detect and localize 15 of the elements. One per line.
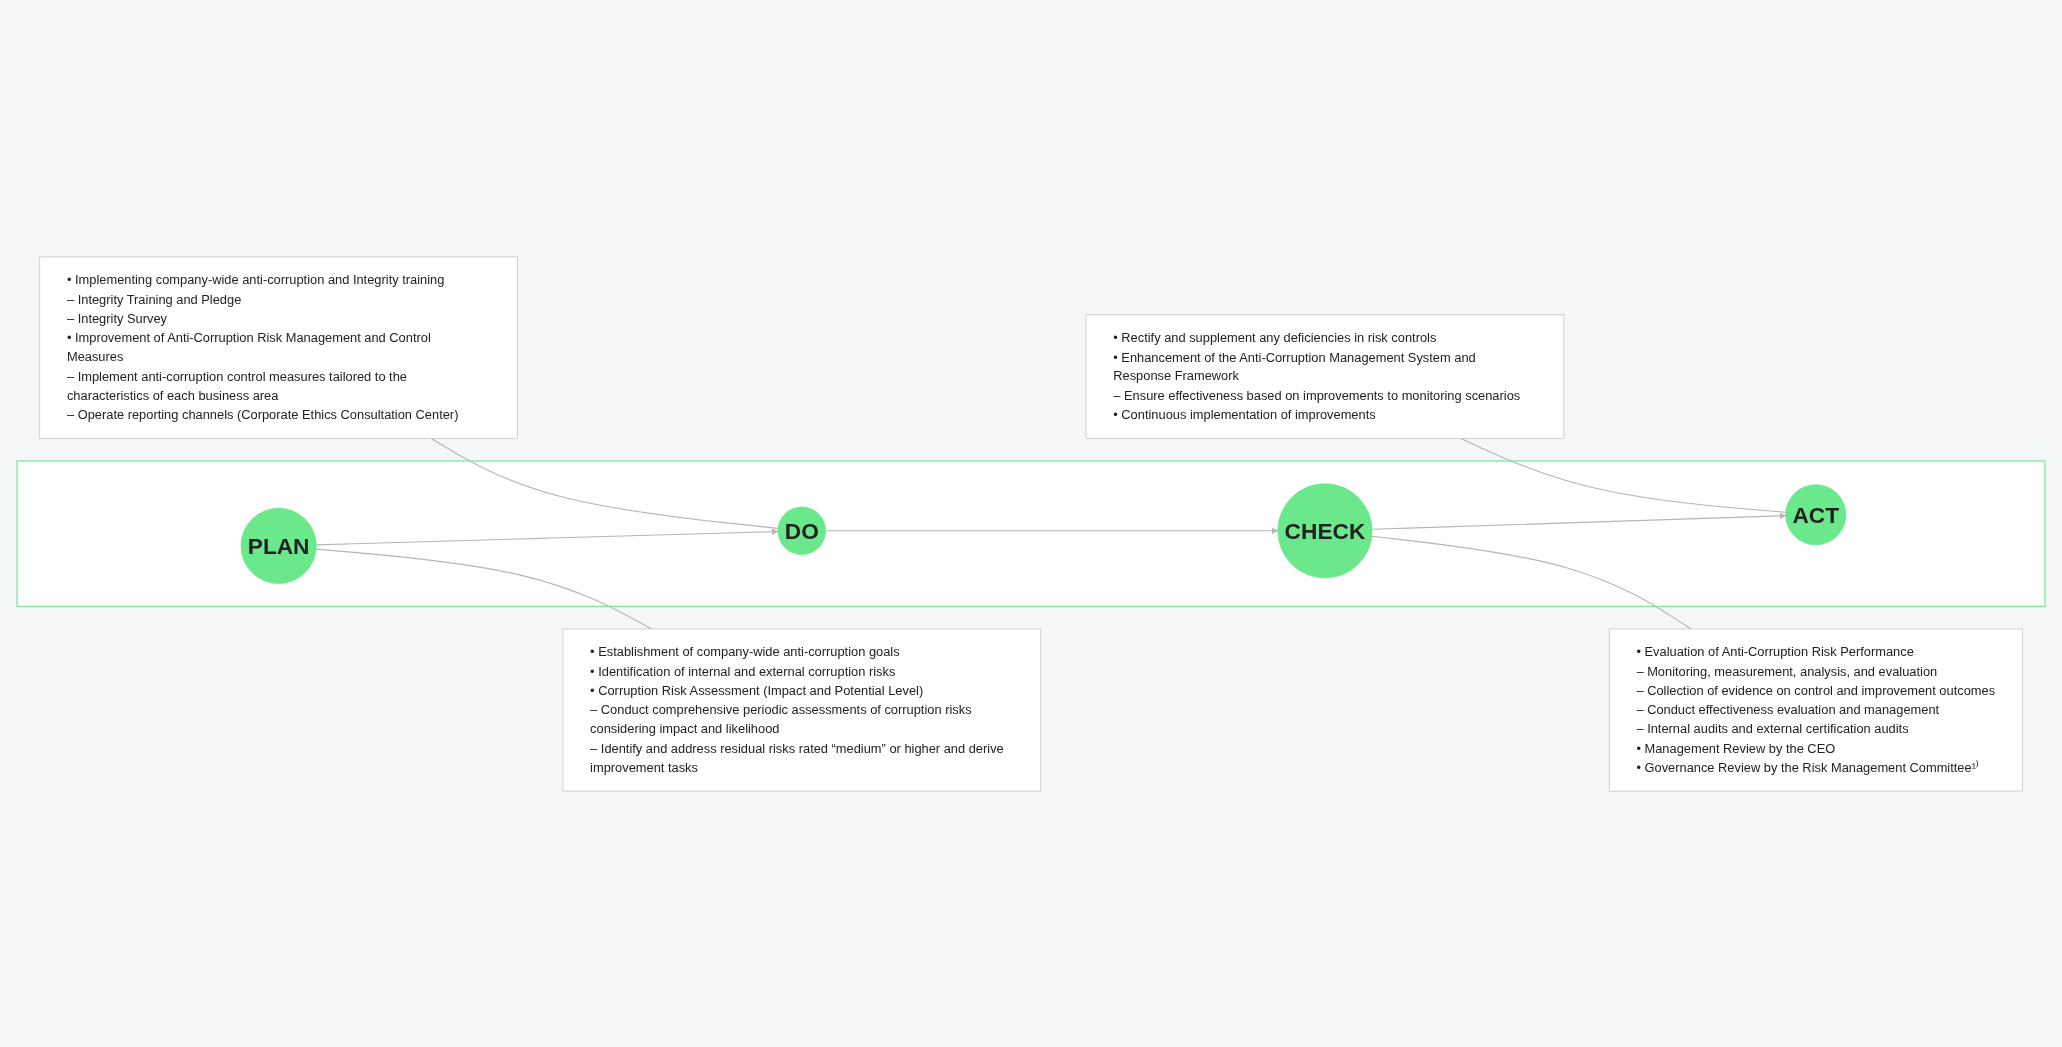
node-box: • Rectify and supplement any deficiencies in risk controls • Enhancement of the Anti-Corruption Management System and Response Framework – Ensure effectiveness based on improvements to monitoring scenarios • Continuous implementation of improvements: [1085, 313, 1565, 439]
node-box: • Establishment of company-wide anti-corruption goals • Identification of internal and external corruption risks • Corruption Risk Assessment (Impact and Potential Level) – Conduct comprehensive periodic assessments of corruption risks considering impact and likelihood – Identify and address residual risks rated “medium” or higher and derive improvement tasks: [562, 628, 1042, 791]
node-circle: PLAN: [240, 507, 317, 584]
node-box: • Implementing company-wide anti-corruption and Integrity training – Integrity Training and Pledge – Integrity Survey • Improvement of Anti-Corruption Risk Management and Control Measures – Implement anti-corruption control measures tailored to the characteristics of each business area – Operate reporting channels (Corporate Ethics Consultation Center): [39, 256, 518, 439]
arrow: [825, 527, 1279, 534]
arrow: [315, 527, 779, 545]
node-circle: DO: [777, 506, 826, 555]
connector: [1371, 535, 1692, 630]
connector: [1459, 437, 1787, 513]
cluster: [16, 459, 2046, 607]
arrow: [1371, 512, 1786, 530]
connector: [430, 437, 779, 529]
node-circle: CHECK: [1277, 482, 1373, 578]
node-box: • Evaluation of Anti-Corruption Risk Performance – Monitoring, measurement, analysis, and evaluation – Collection of evidence on control and improvement outcomes – Conduct effectiveness evaluation and management – Internal audits and external certification audits • Management Review by the CEO • Governance Review by the Risk Management Committee¹⁾: [1608, 628, 2023, 791]
node-circle: ACT: [1785, 483, 1847, 545]
